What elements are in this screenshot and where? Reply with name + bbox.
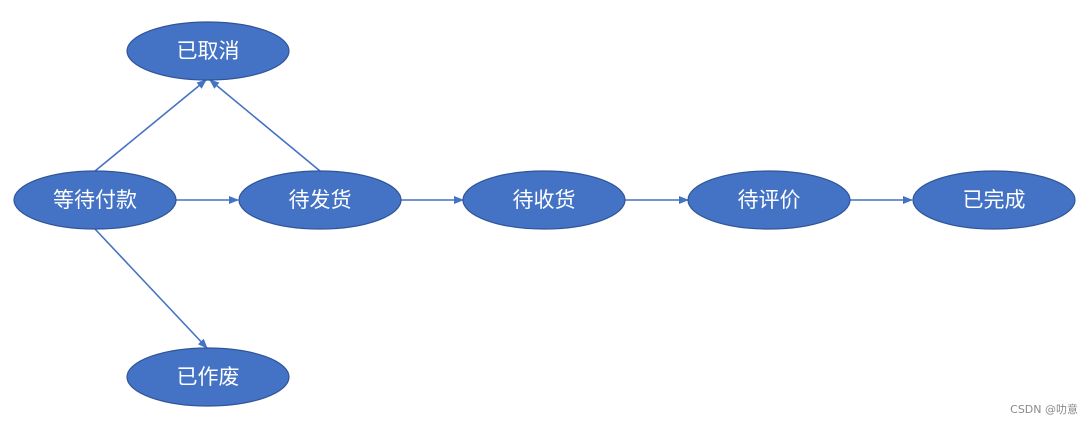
node-to-review: 待评价 [687,170,851,230]
node-label-to-review: 待评价 [738,188,801,212]
node-cancelled: 已取消 [126,21,290,81]
node-completed: 已完成 [912,170,1076,230]
edge-pending-payment-to-voided [94,228,208,349]
node-label-to-receive: 待收货 [513,188,576,212]
node-to-ship: 待发货 [238,170,402,230]
node-label-to-ship: 待发货 [289,188,352,212]
watermark: CSDN @叻意 [1010,403,1078,416]
node-label-pending-payment: 等待付款 [53,188,137,212]
node-pending-payment: 等待付款 [13,170,177,230]
node-label-voided: 已作废 [177,365,240,389]
node-label-completed: 已完成 [963,188,1026,212]
node-voided: 已作废 [126,347,290,407]
node-to-receive: 待收货 [462,170,626,230]
edges [94,79,913,349]
edge-pending-payment-to-cancelled [94,79,207,172]
edge-to-ship-to-cancelled [209,79,321,172]
node-label-cancelled: 已取消 [177,39,240,63]
